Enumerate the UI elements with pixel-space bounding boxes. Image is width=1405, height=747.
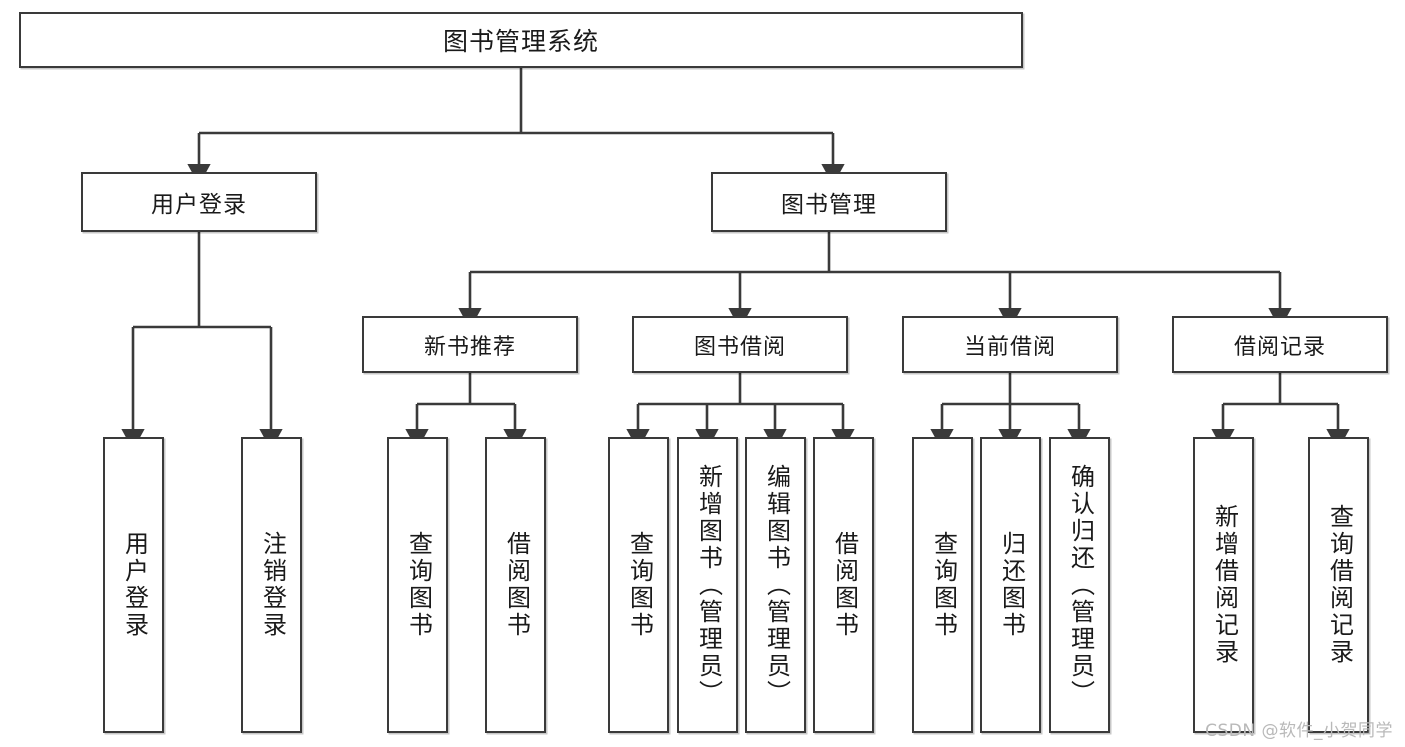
leaf-current-borrow-3[interactable]: 确认归还（管理员） — [1049, 437, 1110, 733]
leaf-new-book-rec-2[interactable]: 借阅图书 — [485, 437, 546, 733]
csdn-watermark: CSDN @软件_小贺同学 — [1205, 721, 1393, 741]
leaf-current-borrow-3-label: 确认归还（管理员） — [1066, 463, 1095, 707]
node-root-label: 图书管理系统 — [442, 27, 599, 56]
leaf-borrow-record-2[interactable]: 查询借阅记录 — [1308, 437, 1369, 733]
leaf-book-borrow-1-label: 查询图书 — [625, 531, 654, 639]
leaf-user-login-2[interactable]: 注销登录 — [241, 437, 302, 733]
leaf-user-login-1[interactable]: 用户登录 — [103, 437, 164, 733]
leaf-book-borrow-4-label: 借阅图书 — [830, 531, 859, 639]
leaf-new-book-rec-1-label: 查询图书 — [404, 531, 433, 639]
leaf-new-book-rec-1[interactable]: 查询图书 — [387, 437, 448, 733]
leaf-current-borrow-1-label: 查询图书 — [929, 531, 958, 639]
leaf-book-borrow-3[interactable]: 编辑图书（管理员） — [745, 437, 806, 733]
leaf-book-borrow-4[interactable]: 借阅图书 — [813, 437, 874, 733]
node-book-borrow-label: 图书借阅 — [693, 334, 786, 360]
leaf-borrow-record-1-label: 新增借阅记录 — [1210, 504, 1239, 666]
leaf-book-borrow-3-label: 编辑图书（管理员） — [762, 463, 791, 707]
node-current-borrow[interactable]: 当前借阅 — [902, 316, 1118, 373]
node-borrow-record-label: 借阅记录 — [1233, 334, 1326, 360]
leaf-current-borrow-2-label: 归还图书 — [997, 531, 1026, 639]
node-borrow-record[interactable]: 借阅记录 — [1172, 316, 1388, 373]
node-user-login[interactable]: 用户登录 — [81, 172, 317, 232]
node-user-login-label: 用户登录 — [151, 192, 247, 218]
leaf-user-login-1-label: 用户登录 — [120, 531, 149, 639]
leaf-new-book-rec-2-label: 借阅图书 — [502, 531, 531, 639]
leaf-book-borrow-1[interactable]: 查询图书 — [608, 437, 669, 733]
node-root[interactable]: 图书管理系统 — [19, 12, 1023, 68]
node-new-book-rec[interactable]: 新书推荐 — [362, 316, 578, 373]
leaf-book-borrow-2[interactable]: 新增图书（管理员） — [677, 437, 738, 733]
leaf-user-login-2-label: 注销登录 — [258, 531, 287, 639]
node-current-borrow-label: 当前借阅 — [963, 334, 1056, 360]
node-book-manage[interactable]: 图书管理 — [711, 172, 947, 232]
node-new-book-rec-label: 新书推荐 — [423, 334, 516, 360]
leaf-book-borrow-2-label: 新增图书（管理员） — [694, 463, 723, 707]
node-book-borrow[interactable]: 图书借阅 — [632, 316, 848, 373]
leaf-current-borrow-1[interactable]: 查询图书 — [912, 437, 973, 733]
leaf-borrow-record-2-label: 查询借阅记录 — [1325, 504, 1354, 666]
leaf-borrow-record-1[interactable]: 新增借阅记录 — [1193, 437, 1254, 733]
leaf-current-borrow-2[interactable]: 归还图书 — [980, 437, 1041, 733]
node-book-manage-label: 图书管理 — [781, 192, 877, 218]
